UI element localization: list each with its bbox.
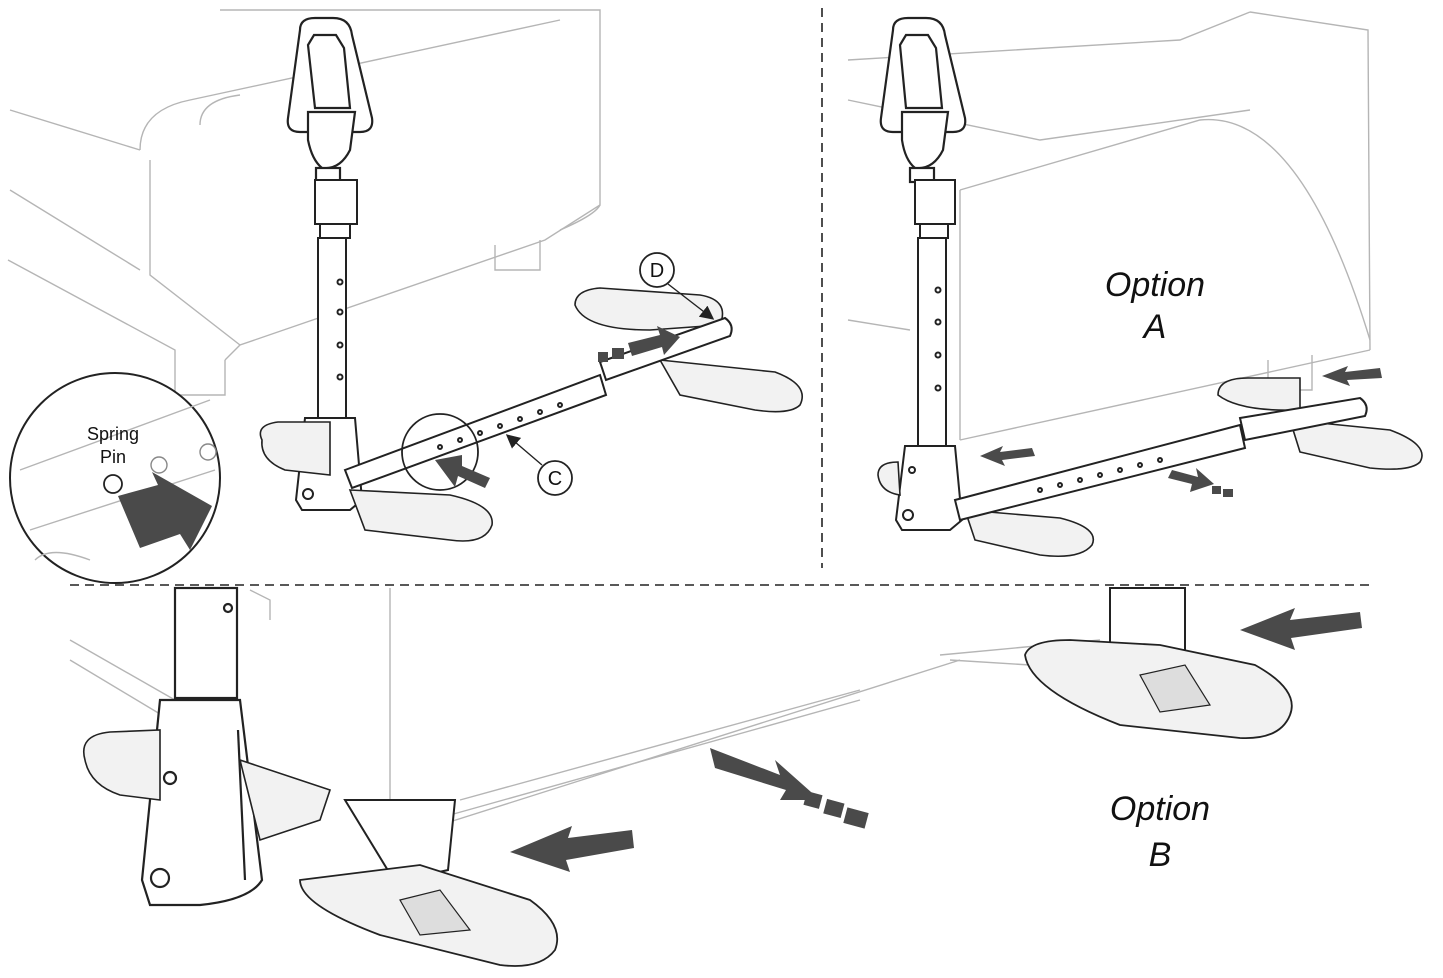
base-foot-a	[894, 445, 964, 531]
panel-top-left: D C	[7, 9, 803, 542]
callout-c: C	[505, 434, 573, 496]
spring-pin-inset: Spring Pin	[9, 372, 221, 584]
pin-zoom-marker	[401, 413, 479, 491]
arrows-option-a	[980, 366, 1382, 497]
option-b-label-2: B	[1149, 836, 1172, 874]
panel-option-a: Option A	[847, 11, 1423, 558]
slide-arrow-bar	[598, 326, 680, 362]
chair-leg-front	[343, 799, 457, 884]
floor-pads-a	[877, 377, 1423, 558]
spring-pin-label-2: Pin	[100, 447, 126, 467]
chair-outline-a	[847, 11, 1371, 441]
upright-pole	[314, 179, 358, 419]
callout-d: D	[639, 252, 715, 320]
callout-c-label: C	[548, 468, 562, 490]
floor-pad-front-b	[299, 864, 559, 967]
spring-pin-arrow	[118, 472, 212, 550]
floor-pad-left	[259, 421, 493, 542]
callout-d-label: D	[650, 260, 664, 282]
cross-bar-a	[953, 396, 1368, 522]
upright-pole-a	[914, 179, 956, 447]
option-a-label-2: A	[1142, 308, 1167, 346]
floor-pad-back-b	[1024, 639, 1293, 739]
upright-pole-b	[140, 586, 264, 907]
handle-grip-a	[879, 16, 967, 184]
panel-option-b: Option B	[69, 586, 1362, 967]
option-b-label-1: Option	[1110, 790, 1210, 828]
floor-pad-left-b	[83, 729, 332, 842]
spring-pin-label-1: Spring	[87, 424, 139, 444]
arrows-option-b	[510, 608, 1362, 872]
handle-grip	[286, 16, 374, 184]
chair-outline	[7, 9, 601, 396]
push-arrow-pin	[435, 455, 490, 488]
option-a-label-1: Option	[1105, 266, 1205, 304]
